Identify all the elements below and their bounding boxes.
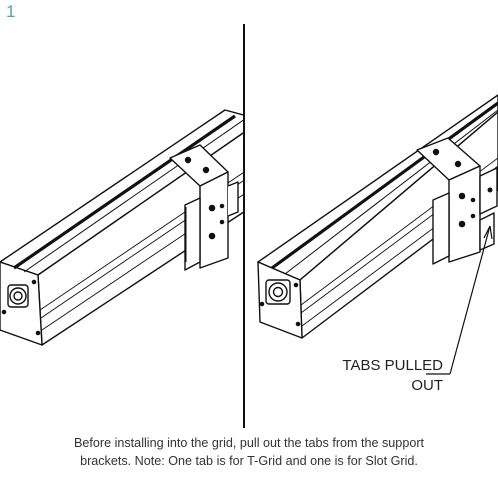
callout-leader-line xyxy=(449,225,491,375)
tabs-pulled-out-label: TABS PULLED OUT xyxy=(283,356,443,396)
fixture-after-view xyxy=(257,94,498,375)
panel-divider xyxy=(243,24,245,428)
caption-line-1: Before installing into the grid, pull ou… xyxy=(73,436,425,450)
step-number: 1 xyxy=(6,2,16,21)
instruction-caption: Before installing into the grid, pull ou… xyxy=(0,434,498,470)
support-bracket xyxy=(416,137,498,265)
fixture-before-view xyxy=(0,109,243,346)
caption-line-2: brackets. Note: One tab is for T-Grid an… xyxy=(80,454,418,468)
tabs-label-line-2: OUT xyxy=(411,377,443,394)
support-bracket xyxy=(169,144,239,271)
tabs-label-line-1: TABS PULLED xyxy=(342,357,443,374)
